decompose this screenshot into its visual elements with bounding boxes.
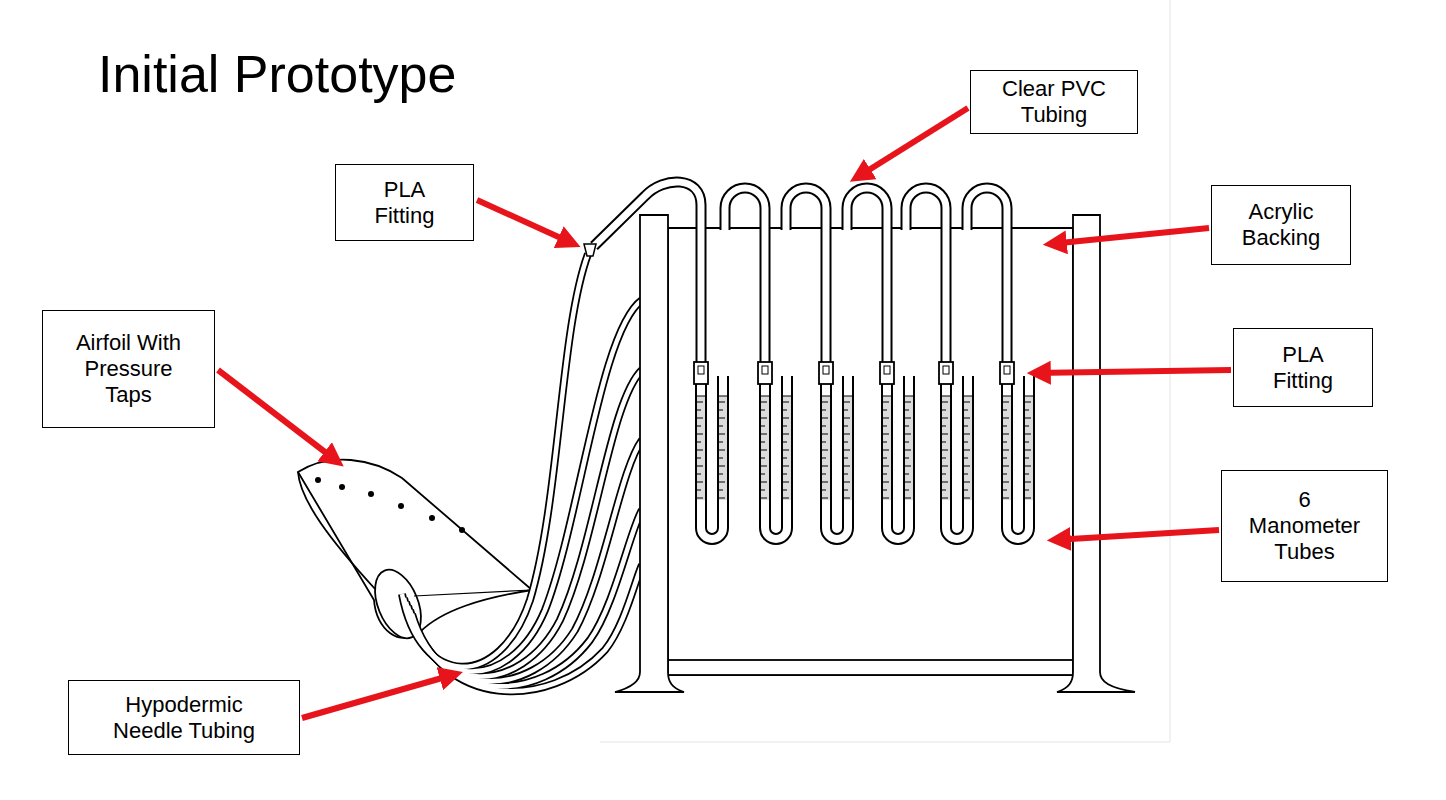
pla-fitting <box>584 244 596 256</box>
manometer-tube <box>758 362 791 539</box>
hypodermic-tubing <box>402 254 642 691</box>
manometer-tube <box>880 362 913 539</box>
manometer-tube <box>1000 362 1033 539</box>
callout-box: Hypodermic Needle Tubing <box>68 680 300 755</box>
callout-label: PLA Fitting <box>1256 342 1351 394</box>
manometer-tubes <box>694 362 1033 539</box>
leader-arrow <box>477 200 574 244</box>
callout-label: Acrylic Backing <box>1221 199 1341 251</box>
leader-arrow <box>1054 530 1219 540</box>
callout-label: 6 Manometer Tubes <box>1246 487 1364 565</box>
leader-arrow <box>1034 370 1231 373</box>
leader-arrow <box>856 108 968 178</box>
callout-box: PLA Fitting <box>335 164 474 241</box>
callout-box: Acrylic Backing <box>1211 185 1351 265</box>
leader-arrow <box>1050 228 1209 244</box>
callout-label: Hypodermic Needle Tubing <box>104 692 264 744</box>
leader-arrows <box>218 108 1231 718</box>
pvc-tubing <box>594 182 1007 362</box>
leader-arrow <box>218 370 338 462</box>
callout-box: PLA Fitting <box>1233 328 1373 407</box>
callout-label: Airfoil With Pressure Taps <box>61 330 196 408</box>
manometer-tube <box>694 362 727 539</box>
callout-label: PLA Fitting <box>357 177 452 229</box>
callout-label: Clear PVC Tubing <box>979 76 1129 128</box>
title: Initial Prototype <box>98 44 456 104</box>
leader-arrow <box>302 674 456 718</box>
manometer-tube <box>939 362 972 539</box>
callout-box: 6 Manometer Tubes <box>1221 470 1388 582</box>
callout-box: Clear PVC Tubing <box>970 70 1138 134</box>
pressure-taps <box>315 477 465 533</box>
stand-frame <box>615 215 1135 692</box>
callout-box: Airfoil With Pressure Taps <box>42 310 215 428</box>
manometer-tube <box>819 362 852 539</box>
